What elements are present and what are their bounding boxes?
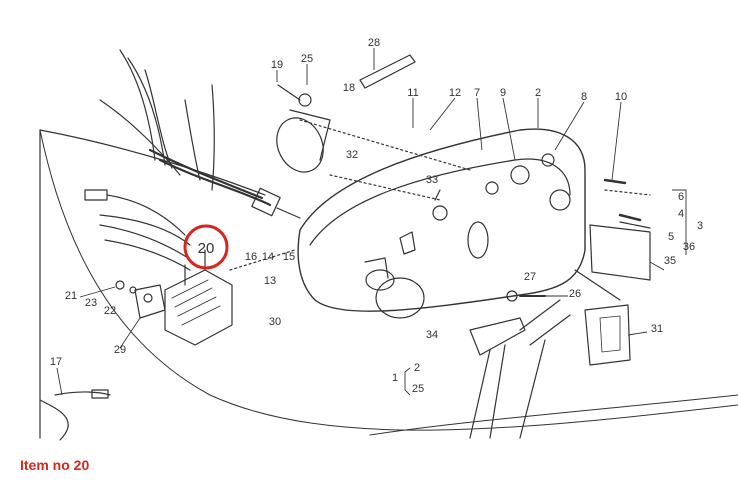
callout-label: 10 xyxy=(615,91,627,103)
callout-label: 28 xyxy=(368,37,380,49)
highlight-circle xyxy=(183,224,229,270)
callout-label: 33 xyxy=(426,174,438,186)
callout-labels: 28 25 19 18 11 12 7 9 2 8 10 32 33 6 4 5… xyxy=(50,37,703,395)
callout-label: 1 xyxy=(392,372,398,384)
callout-label: 36 xyxy=(683,241,695,253)
callout-label: 26 xyxy=(569,288,581,300)
callout-label: 23 xyxy=(85,297,97,309)
callout-label: 8 xyxy=(581,91,587,103)
callout-label: 4 xyxy=(678,208,684,220)
callout-label: 13 xyxy=(264,275,276,287)
callout-label: 34 xyxy=(426,329,438,341)
callout-label: 3 xyxy=(697,220,703,232)
callout-label: 16 xyxy=(245,251,257,263)
callout-label: 15 xyxy=(283,251,295,263)
callout-label: 19 xyxy=(271,59,283,71)
callout-label: 9 xyxy=(500,87,506,99)
callout-label: 5 xyxy=(668,231,674,243)
callout-label: 18 xyxy=(343,82,355,94)
callout-label: 29 xyxy=(114,344,126,356)
callout-label: 12 xyxy=(449,87,461,99)
callout-label: 32 xyxy=(346,149,358,161)
callout-label: 25 xyxy=(301,53,313,65)
diagram-linework xyxy=(39,49,738,441)
callout-label: 7 xyxy=(474,87,480,99)
callout-label: 2 xyxy=(414,362,420,374)
callout-label: 17 xyxy=(50,356,62,368)
callout-label: 35 xyxy=(664,255,676,267)
callout-label: 6 xyxy=(678,191,684,203)
callout-label: 22 xyxy=(104,305,116,317)
callout-label: 30 xyxy=(269,316,281,328)
leader-lines xyxy=(56,48,687,396)
callout-label: 21 xyxy=(65,290,77,302)
callout-label: 14 xyxy=(262,251,274,263)
callout-label: 27 xyxy=(524,271,536,283)
callout-label: 25 xyxy=(412,383,424,395)
callout-label: 2 xyxy=(535,87,541,99)
callout-label: 11 xyxy=(407,87,418,99)
highlight-label: 20 xyxy=(198,240,215,257)
callout-label: 31 xyxy=(651,323,663,335)
item-caption: Item no 20 xyxy=(20,457,90,473)
